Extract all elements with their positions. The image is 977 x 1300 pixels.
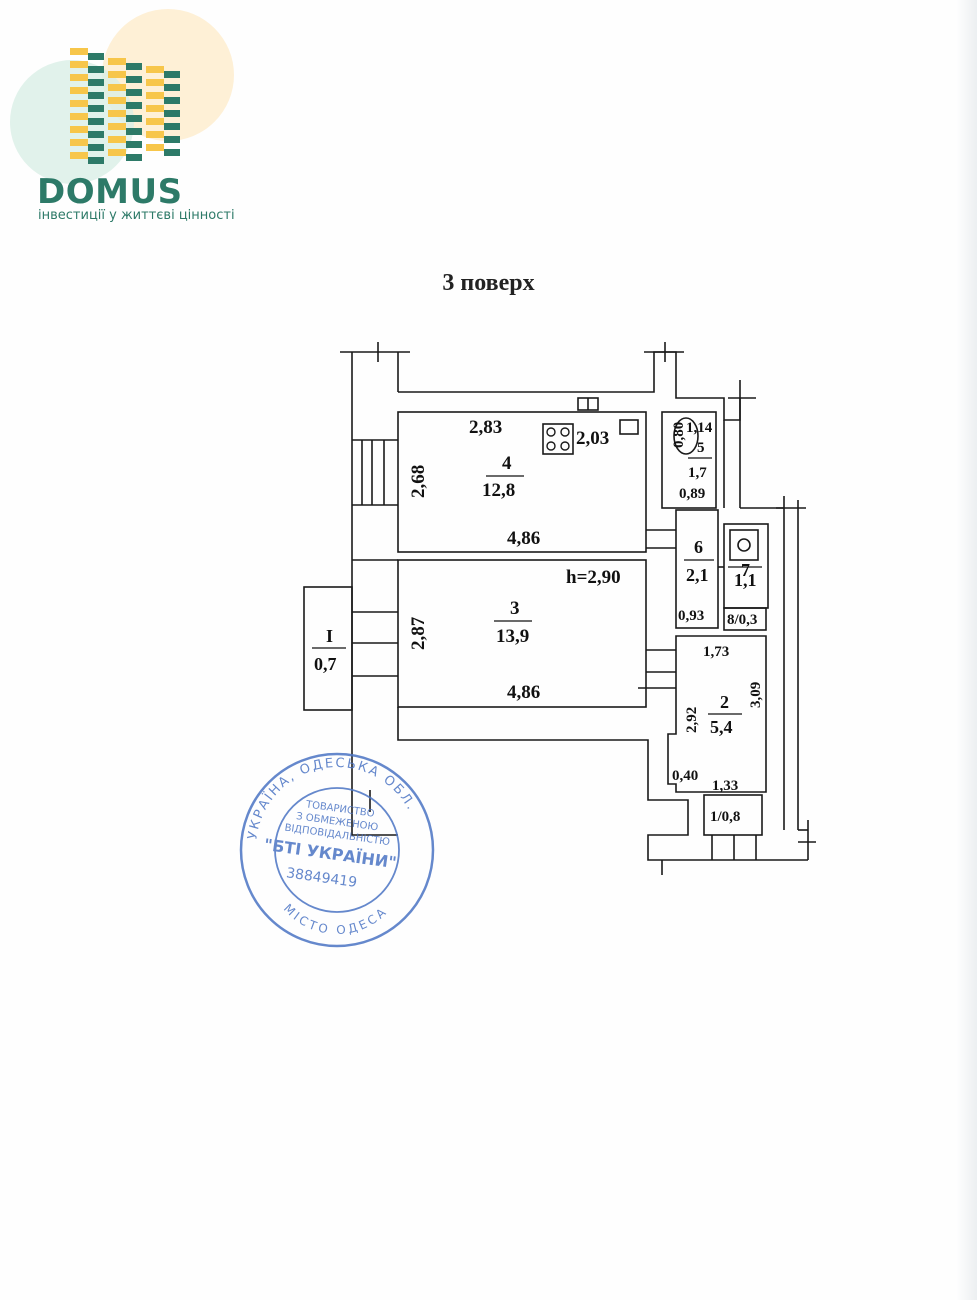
- room3-height: h=2,90: [566, 567, 621, 588]
- room2-dim-left: 2,92: [684, 707, 700, 733]
- stamp-outer-text: УКРАЇНА, ОДЕСЬКА ОБЛ.: [245, 756, 419, 841]
- domus-logo-graphic: [10, 9, 234, 184]
- room6-number: 6: [694, 537, 703, 557]
- logo-block: [164, 71, 180, 78]
- logo-block: [146, 118, 164, 125]
- logo-block: [108, 97, 126, 104]
- room5-dim-w: 0,80: [671, 422, 687, 448]
- logo-block: [108, 71, 126, 78]
- logo-block: [88, 131, 104, 138]
- logo-block: [88, 105, 104, 112]
- logo-block: [146, 131, 164, 138]
- logo-block: [70, 87, 88, 94]
- logo-block: [164, 136, 180, 143]
- room4-dim-top: 2,83: [469, 417, 502, 438]
- room2-dim-bottom: 1,33: [712, 778, 738, 794]
- logo-block: [70, 152, 88, 159]
- room7-number: 7: [741, 560, 750, 580]
- logo-block: [108, 84, 126, 91]
- logo-block: [88, 79, 104, 86]
- logo-mint-circle: [10, 60, 134, 184]
- logo-block: [108, 149, 126, 156]
- room2-dim-top: 1,73: [703, 644, 729, 660]
- logo-block: [88, 144, 104, 151]
- room3-dim-bottom: 4,86: [507, 682, 540, 703]
- room2-area: 5,4: [710, 717, 733, 737]
- logo-block: [70, 48, 88, 55]
- logo-block: [88, 157, 104, 164]
- logo-block: [88, 53, 104, 60]
- logo-block: [164, 123, 180, 130]
- room5-number: 5: [697, 440, 705, 456]
- logo-block: [70, 113, 88, 120]
- logo-block: [108, 110, 126, 117]
- room4-dim-bottom: 4,86: [507, 528, 540, 549]
- logo-block: [164, 84, 180, 91]
- logo-block: [126, 102, 142, 109]
- kitchen-dim: 2,03: [576, 428, 609, 449]
- logo-block: [164, 97, 180, 104]
- logo-block: [88, 92, 104, 99]
- logo-block: [164, 149, 180, 156]
- logo-block: [88, 66, 104, 73]
- logo-block: [146, 92, 164, 99]
- logo-block: [70, 74, 88, 81]
- page-edge-shadow: [955, 0, 977, 1300]
- floor-title: 3 поверх: [442, 270, 535, 296]
- stamp-outer-ring: [239, 752, 435, 948]
- room1-label: 1/0,8: [710, 809, 740, 825]
- logo-block: [126, 89, 142, 96]
- logo-block: [126, 76, 142, 83]
- logo-name: DOMUS: [37, 172, 183, 212]
- logo-block: [88, 118, 104, 125]
- room8-label: 8/0,3: [727, 612, 757, 628]
- logo-block: [70, 100, 88, 107]
- room4-number: 4: [502, 453, 512, 474]
- room4-dim-side: 2,68: [408, 465, 429, 498]
- logo-buildings-icon: [70, 48, 180, 164]
- logo-block: [108, 123, 126, 130]
- roomI-number: I: [326, 626, 333, 646]
- logo-block: [126, 115, 142, 122]
- logo-block: [126, 154, 142, 161]
- logo-block: [146, 105, 164, 112]
- room7-area: 1,1: [734, 570, 757, 590]
- room5-dim-bottom: 0,89: [679, 486, 705, 502]
- room3-dim-side: 2,87: [408, 616, 429, 650]
- logo-block: [126, 63, 142, 70]
- room5-dim-l: 1,14: [686, 420, 713, 436]
- domus-logo: DOMUS інвестиції у життєві цінності: [0, 0, 250, 240]
- logo-block: [108, 58, 126, 65]
- logo-block: [70, 126, 88, 133]
- logo-block: [164, 110, 180, 117]
- stamp-city: МІСТО ОДЕСА: [281, 901, 391, 937]
- logo-block: [126, 141, 142, 148]
- room2-dim-small: 0,40: [672, 768, 698, 784]
- room6-dim-bottom: 0,93: [678, 608, 704, 624]
- room3-area: 13,9: [496, 626, 529, 647]
- room6-area: 2,1: [686, 565, 709, 585]
- logo-tagline: інвестиції у життєві цінності: [38, 208, 235, 223]
- logo-block: [70, 61, 88, 68]
- logo-block: [146, 66, 164, 73]
- stamp-inner-ring: [274, 787, 400, 913]
- bti-stamp: УКРАЇНА, ОДЕСЬКА ОБЛ. МІСТО ОДЕСА ТОВАРИ…: [239, 752, 435, 948]
- logo-block: [126, 128, 142, 135]
- room4-area: 12,8: [482, 480, 515, 501]
- logo-block: [70, 139, 88, 146]
- room2-number: 2: [720, 692, 729, 712]
- stove-burners: [546, 427, 570, 451]
- room2-dim-right: 3,09: [748, 682, 764, 708]
- logo-block: [146, 79, 164, 86]
- room5-area: 1,7: [688, 465, 707, 481]
- stamp-code: 38849419: [285, 865, 358, 891]
- roomI-area: 0,7: [314, 654, 337, 674]
- room3-number: 3: [510, 598, 520, 619]
- logo-block: [108, 136, 126, 143]
- plan-walls: [303, 342, 816, 875]
- logo-block: [146, 144, 164, 151]
